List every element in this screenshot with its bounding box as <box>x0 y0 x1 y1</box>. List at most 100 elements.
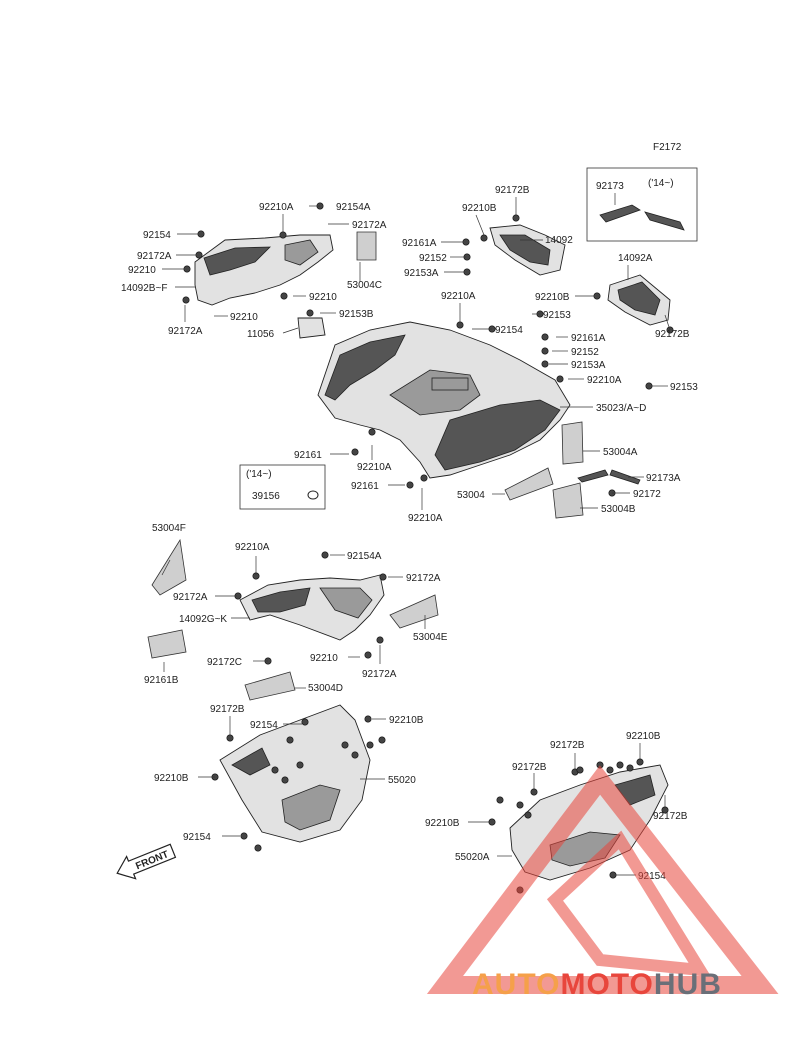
front-fender-flap-shape <box>239 574 385 641</box>
fastener-marker <box>197 230 205 238</box>
fastener-marker <box>480 234 488 242</box>
fastener-marker <box>279 231 287 239</box>
watermark-text: AUTOMOTOHUB <box>472 968 722 1001</box>
callout-11056: 11056 <box>247 329 275 340</box>
fastener-marker <box>351 751 359 759</box>
fastener-marker <box>306 309 314 317</box>
callout-92210A: 92210A <box>587 375 622 386</box>
callout-92172A: 92172A <box>173 592 208 603</box>
year-note-2: ('14~) <box>246 469 272 480</box>
callout-92154: 92154 <box>638 871 666 882</box>
fastener-marker <box>463 268 471 276</box>
callout-92172A: 92172A <box>168 326 203 337</box>
fastener-marker <box>301 718 309 726</box>
fastener-marker <box>496 796 504 804</box>
callout-92154: 92154 <box>250 720 278 731</box>
callout-92154: 92154 <box>143 230 171 241</box>
callout-53004F: 53004F <box>152 523 186 534</box>
fastener-marker <box>366 741 374 749</box>
fastener-marker <box>576 766 584 774</box>
callout-14092: 14092 <box>545 235 573 246</box>
reflector-pair-shape <box>599 204 685 231</box>
callout-92154A: 92154A <box>347 551 382 562</box>
sticker-53004E-shape <box>389 594 439 629</box>
callout-92210B: 92210B <box>154 773 189 784</box>
callout-92161B: 92161B <box>144 675 179 686</box>
figure-code: F2172 <box>653 142 682 153</box>
callout-92172B: 92172B <box>210 704 245 715</box>
callout-53004E: 53004E <box>413 632 448 643</box>
watermark-hub: HUB <box>654 968 722 1001</box>
callout-92210A: 92210A <box>259 202 294 213</box>
callout-53004A: 53004A <box>603 447 638 458</box>
callout-92210B: 92210B <box>425 818 460 829</box>
callout-92210B: 92210B <box>535 292 570 303</box>
callout-55020A: 55020A <box>455 852 490 863</box>
fastener-marker <box>606 766 614 774</box>
year-note-box-1 <box>586 167 698 242</box>
sticker-53004-shape <box>504 467 554 501</box>
fastener-marker <box>556 375 564 383</box>
fastener-marker <box>281 776 289 784</box>
fastener-marker <box>616 761 624 769</box>
fastener-marker <box>364 651 372 659</box>
watermark-auto: AUTO <box>472 968 560 1001</box>
sticker-53004A-shape <box>561 421 584 465</box>
callout-55020: 55020 <box>388 775 416 786</box>
callout-92172B: 92172B <box>653 811 688 822</box>
fastener-marker <box>379 573 387 581</box>
inner-fender-14092A-shape <box>607 274 671 326</box>
fastener-marker <box>183 265 191 273</box>
callout-92153: 92153 <box>670 382 698 393</box>
inner-fender-14092-shape <box>489 224 566 276</box>
leader-line <box>475 214 485 236</box>
fastener-marker <box>378 736 386 744</box>
callout-14092G-K: 14092G~K <box>179 614 227 625</box>
year-note-box-2 <box>239 464 326 510</box>
callout-92172B: 92172B <box>495 185 530 196</box>
leader-line <box>664 314 671 331</box>
leader-lines <box>161 193 671 876</box>
callout-92210: 92210 <box>309 292 337 303</box>
callout-92210B: 92210B <box>389 715 424 726</box>
fastener-marker <box>406 481 414 489</box>
watermark-moto: MOTO <box>560 968 653 1001</box>
fastener-marker <box>516 801 524 809</box>
fastener-marker <box>368 428 376 436</box>
callout-92210B: 92210B <box>462 203 497 214</box>
callout-14092B-F: 14092B~F <box>121 283 167 294</box>
callout-53004: 53004 <box>457 490 485 501</box>
callout-92172A: 92172A <box>352 220 387 231</box>
callout-92161A: 92161A <box>571 333 606 344</box>
callout-92172B: 92172B <box>655 329 690 340</box>
fastener-marker <box>321 551 329 559</box>
fastener-marker <box>351 448 359 456</box>
callout-92210: 92210 <box>128 265 156 276</box>
callout-39156: 39156 <box>252 491 280 502</box>
callout-92154: 92154 <box>495 325 523 336</box>
callout-92161A: 92161A <box>402 238 437 249</box>
callout-92210B: 92210B <box>626 731 661 742</box>
callout-53004B: 53004B <box>601 504 636 515</box>
fastener-marker <box>462 238 470 246</box>
fastener-marker <box>541 333 549 341</box>
year-note-1: ('14~) <box>648 178 674 189</box>
watermark-logo-triangle <box>426 765 779 994</box>
reflector-92173A-a-shape <box>577 469 609 483</box>
fastener-marker <box>609 871 617 879</box>
fastener-marker <box>626 764 634 772</box>
fastener-marker <box>376 636 384 644</box>
callout-92210: 92210 <box>230 312 258 323</box>
callout-92154: 92154 <box>183 832 211 843</box>
sticker-53004D-shape <box>244 671 296 701</box>
callout-92153A: 92153A <box>404 268 439 279</box>
fastener-marker <box>512 214 520 222</box>
callout-92154A: 92154A <box>336 202 371 213</box>
fastener-marker <box>226 734 234 742</box>
callout-labels: 92210A 92154A 92154 92172A 92172A 92210 … <box>121 181 698 882</box>
fastener-marker <box>254 844 262 852</box>
bracket-11056-shape <box>297 317 326 339</box>
fastener-marker <box>280 292 288 300</box>
callout-92172A: 92172A <box>406 573 441 584</box>
